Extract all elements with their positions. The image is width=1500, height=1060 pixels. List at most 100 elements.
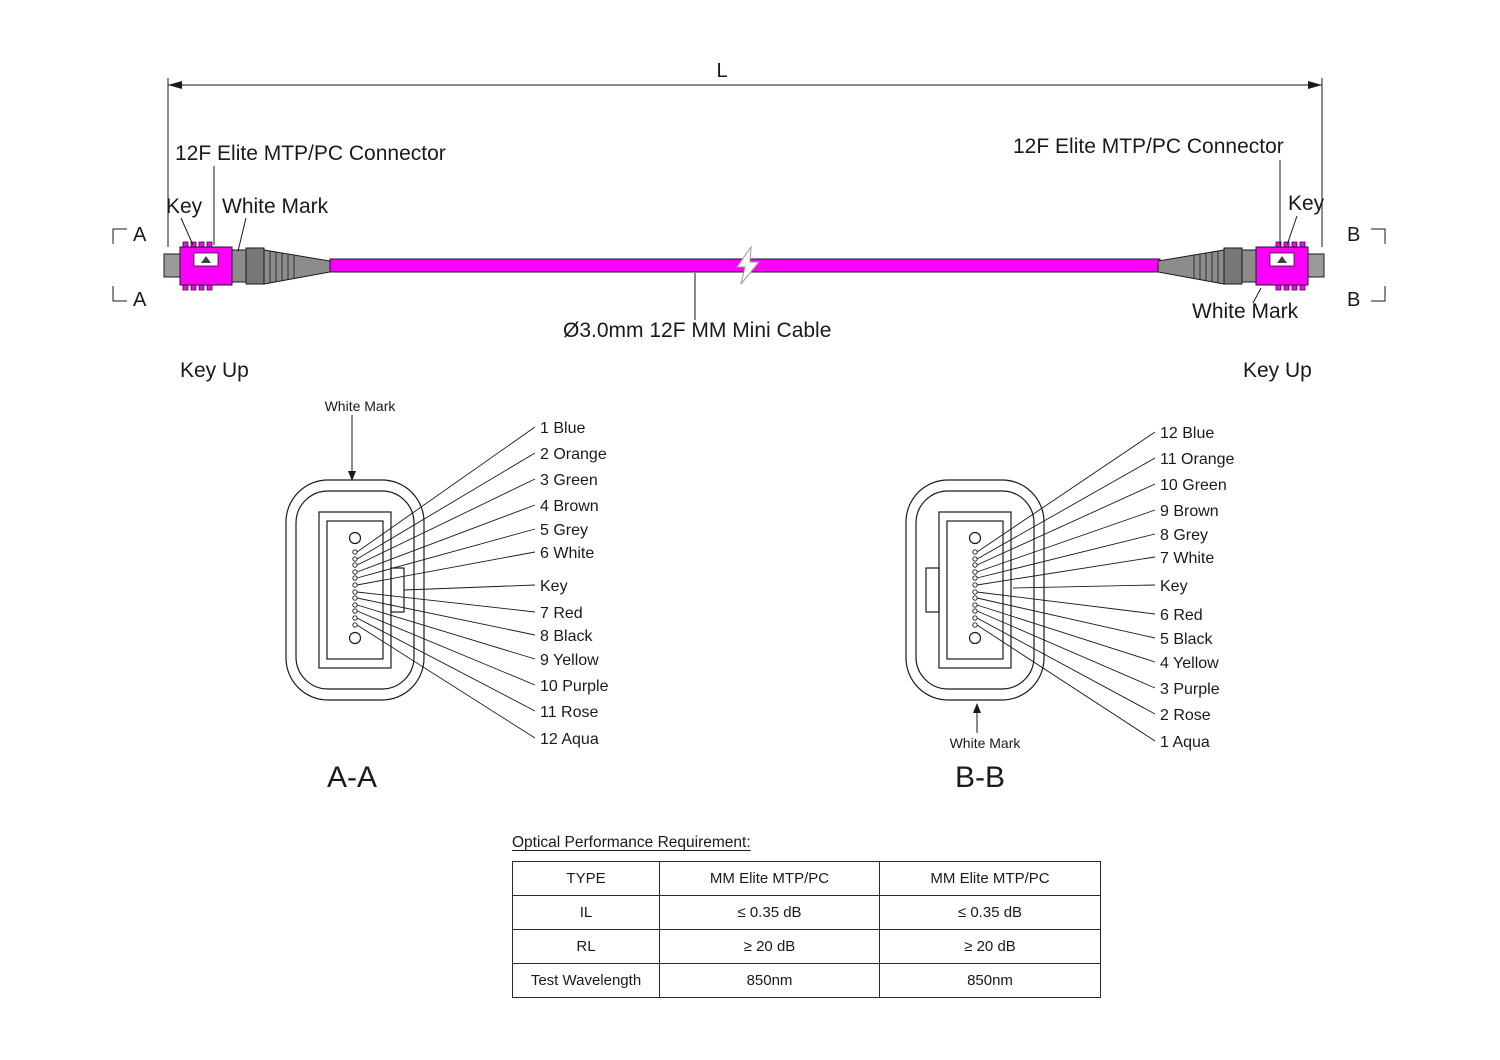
right-collar-1 — [1241, 249, 1257, 283]
left-connector — [163, 241, 331, 291]
section-a-top-label: A — [133, 224, 147, 246]
left-collar-1 — [231, 249, 247, 283]
table-cell: ≥ 20 dB — [659, 929, 880, 964]
section-a-bottom-label: A — [133, 289, 147, 311]
cable — [329, 245, 1161, 285]
table-header-col3: MM Elite MTP/PC — [879, 861, 1101, 896]
aa-guide-hole-bottom — [348, 631, 362, 645]
aa-white-mark-label: White Mark — [325, 398, 397, 414]
right-boot — [1157, 249, 1225, 285]
bb-fiber-label: 5 Black — [1160, 631, 1213, 648]
left-white-mark-callout: White Mark — [222, 195, 329, 218]
right-white-mark-callout: White Mark — [1192, 300, 1299, 323]
aa-fiber-label: 10 Purple — [540, 678, 609, 695]
performance-table-block: Optical Performance Requirement: TYPE MM… — [512, 834, 1101, 998]
bb-section: White Mark 12 Blue 11 Orange 10 Green 9 … — [905, 425, 1235, 794]
right-collar-2 — [1223, 247, 1243, 285]
aa-ferrule-face — [326, 520, 384, 660]
bb-leader-lines — [976, 431, 1156, 742]
bb-outer-shell — [905, 479, 1045, 701]
aa-fiber-labels: 1 Blue 2 Orange 3 Green 4 Brown 5 Grey 6… — [540, 420, 609, 748]
bb-white-mark-label: White Mark — [950, 735, 1022, 751]
aa-section: White Mark 1 Blue 2 Orange 3 Green 4 Bro… — [285, 398, 609, 794]
table-cell: IL — [512, 895, 660, 930]
bb-fiber-label: 11 Orange — [1160, 451, 1235, 468]
aa-fiber-label: 7 Red — [540, 605, 583, 622]
bb-guide-hole-top — [968, 531, 982, 545]
aa-fiber-label: 1 Blue — [540, 420, 585, 437]
table-header-col2: MM Elite MTP/PC — [659, 861, 880, 896]
bb-fiber-label: 10 Green — [1160, 477, 1227, 494]
left-collar-2 — [245, 247, 265, 285]
table-row: RL ≥ 20 dB ≥ 20 dB — [512, 929, 1101, 964]
bb-ferrule-face — [946, 520, 1004, 660]
right-boot-ribs — [1193, 251, 1219, 283]
left-key-up-label: Key Up — [180, 359, 249, 382]
bb-guide-hole-bottom — [968, 631, 982, 645]
aa-fiber-label: 11 Rose — [540, 704, 599, 721]
section-b-top-label: B — [1347, 224, 1360, 246]
left-boot — [263, 249, 331, 285]
cable-break-icon — [736, 245, 761, 285]
bb-fiber-label: 1 Aqua — [1160, 734, 1210, 751]
table-cell: 850nm — [659, 963, 880, 998]
performance-table-title: Optical Performance Requirement: — [512, 834, 751, 851]
aa-key-label: Key — [540, 578, 568, 595]
bb-fiber-label: 12 Blue — [1160, 425, 1214, 442]
aa-white-mark-arrowhead — [348, 471, 356, 481]
bb-fiber-label: 8 Grey — [1160, 527, 1208, 544]
table-cell: 850nm — [879, 963, 1101, 998]
bb-inner-shell — [915, 490, 1035, 690]
right-key-callout: Key — [1288, 192, 1325, 215]
aa-guide-hole-top — [348, 531, 362, 545]
dimension-l-label: L — [716, 60, 727, 82]
table-row: Test Wavelength 850nm 850nm — [512, 963, 1101, 998]
performance-table: TYPE MM Elite MTP/PC MM Elite MTP/PC IL … — [512, 861, 1101, 998]
bb-fiber-label: 4 Yellow — [1160, 655, 1219, 672]
assembly-callouts: 12F Elite MTP/PC Connector Key White Mar… — [166, 135, 1325, 382]
bb-key-label: Key — [1160, 578, 1188, 595]
bb-fiber-label: 2 Rose — [1160, 707, 1211, 724]
right-key-up-label: Key Up — [1243, 359, 1312, 382]
table-cell: ≥ 20 dB — [879, 929, 1101, 964]
aa-fiber-dots — [352, 549, 358, 628]
aa-title: A-A — [327, 761, 377, 794]
aa-fiber-label: 3 Green — [540, 472, 598, 489]
dimension-l: L — [167, 60, 1323, 247]
bb-fiber-label: 9 Brown — [1160, 503, 1219, 520]
bb-white-mark-arrowhead — [973, 703, 981, 713]
bb-fiber-label: 7 White — [1160, 550, 1214, 567]
table-cell: ≤ 0.35 dB — [879, 895, 1101, 930]
left-white-mark-arrow-glyph — [201, 256, 211, 263]
bb-fiber-dots — [972, 549, 978, 628]
aa-fiber-label: 8 Black — [540, 628, 593, 645]
table-cell: RL — [512, 929, 660, 964]
right-connector — [1157, 241, 1325, 291]
left-ferrule — [163, 253, 181, 278]
bb-key-notch — [925, 567, 940, 613]
cable-callout: Ø3.0mm 12F MM Mini Cable — [563, 319, 831, 342]
bb-fiber-label: 6 Red — [1160, 607, 1203, 624]
table-cell: ≤ 0.35 dB — [659, 895, 880, 930]
aa-fiber-label: 2 Orange — [540, 446, 607, 463]
bb-fiber-labels: 12 Blue 11 Orange 10 Green 9 Brown 8 Gre… — [1160, 425, 1235, 751]
right-white-mark-arrow-glyph — [1277, 256, 1287, 263]
right-ferrule — [1307, 253, 1325, 278]
table-row: IL ≤ 0.35 dB ≤ 0.35 dB — [512, 895, 1101, 930]
table-header-type: TYPE — [512, 861, 660, 896]
right-connector-callout: 12F Elite MTP/PC Connector — [1013, 135, 1284, 158]
aa-fiber-label: 12 Aqua — [540, 731, 599, 748]
aa-fiber-label: 4 Brown — [540, 498, 599, 515]
aa-fiber-label: 6 White — [540, 545, 594, 562]
left-connector-callout: 12F Elite MTP/PC Connector — [175, 142, 446, 165]
aa-leader-lines — [356, 426, 536, 739]
table-cell: Test Wavelength — [512, 963, 660, 998]
aa-outer-shell — [285, 479, 425, 701]
section-marker-a: A A — [112, 224, 147, 311]
section-marker-b: B B — [1347, 224, 1386, 311]
left-boot-ribs — [269, 251, 295, 283]
bb-title: B-B — [955, 761, 1005, 794]
aa-fiber-label: 9 Yellow — [540, 652, 599, 669]
table-row: TYPE MM Elite MTP/PC MM Elite MTP/PC — [512, 861, 1101, 896]
